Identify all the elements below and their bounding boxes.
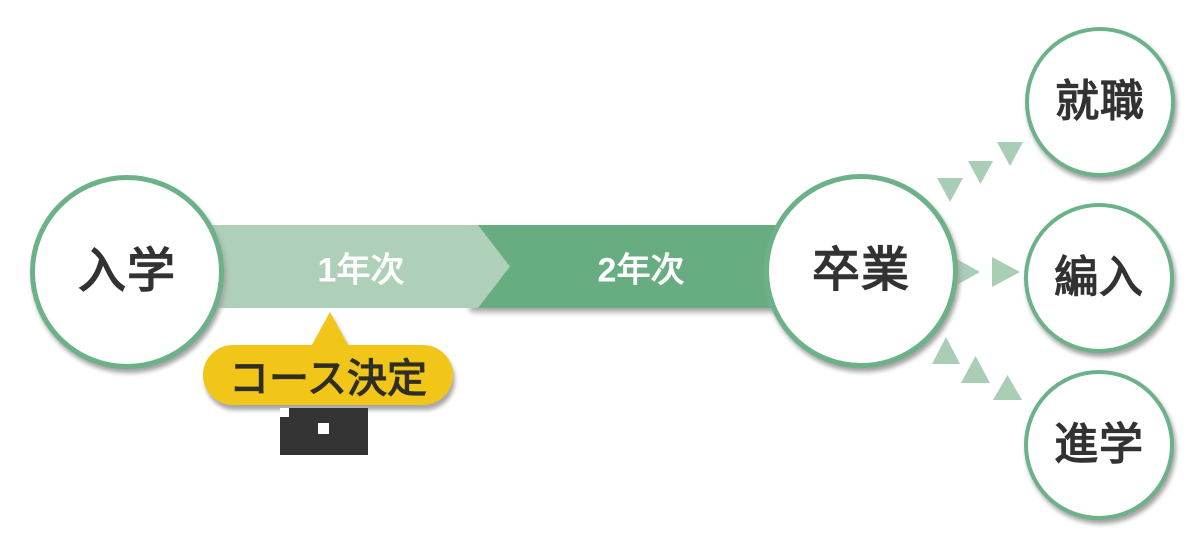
transfer-label: 編入 bbox=[1054, 253, 1144, 302]
graduation-circle: 卒業 bbox=[764, 174, 958, 368]
triangle-down-icon bbox=[968, 161, 993, 184]
transfer-circle: 編入 bbox=[1024, 203, 1174, 353]
employment-label: 就職 bbox=[1055, 77, 1145, 126]
triangle-down-icon bbox=[997, 142, 1023, 166]
further-study-circle: 進学 bbox=[1024, 370, 1174, 520]
triangle-up-icon bbox=[961, 356, 990, 383]
notch-corner bbox=[280, 408, 289, 417]
employment-circle: 就職 bbox=[1025, 27, 1175, 177]
graduation-label: 卒業 bbox=[812, 244, 910, 297]
year2-label: 2年次 bbox=[597, 251, 685, 290]
further-study-label: 進学 bbox=[1054, 420, 1144, 469]
course-decision-pill: コース決定 bbox=[203, 345, 453, 405]
triangle-up-icon bbox=[993, 375, 1022, 400]
year1-label: 1年次 bbox=[317, 251, 405, 290]
enrollment-circle: 入学 bbox=[30, 175, 224, 369]
dark-placeholder-box bbox=[280, 408, 368, 455]
triangle-up-icon bbox=[932, 337, 960, 364]
white-dot bbox=[318, 423, 329, 434]
enrollment-label: 入学 bbox=[78, 245, 176, 298]
course-decision-label: コース決定 bbox=[229, 357, 427, 401]
triangle-right-icon bbox=[992, 257, 1020, 287]
triangle-down-icon bbox=[937, 178, 963, 202]
